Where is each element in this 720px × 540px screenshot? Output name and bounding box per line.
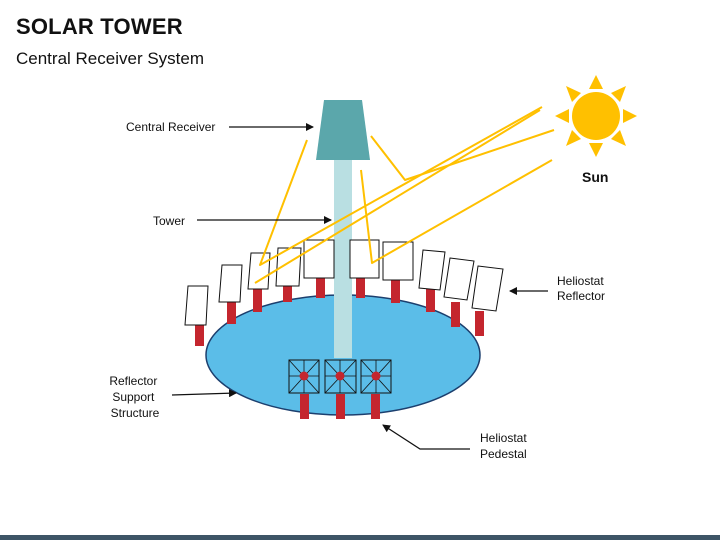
- label-heliostat-pedestal: Heliostat Pedestal: [480, 431, 530, 461]
- pedestal: [227, 299, 236, 324]
- label-central-receiver: Central Receiver: [126, 120, 215, 134]
- pedestal: [426, 288, 435, 312]
- pedestal: [451, 302, 460, 327]
- sun-icon: [555, 75, 637, 157]
- front-heliostat: [288, 359, 320, 419]
- heliostat-reflectors: [184, 239, 504, 326]
- arrow-heliostat-pedestal: [382, 424, 470, 450]
- footer-bar: [0, 535, 720, 540]
- front-heliostat: [324, 359, 357, 419]
- heliostat-panel: [303, 239, 335, 279]
- heliostat-panel: [218, 264, 243, 303]
- pedestal: [356, 271, 365, 298]
- page-title: SOLAR TOWER: [16, 14, 183, 39]
- label-heliostat-reflector: Heliostat Reflector: [557, 274, 607, 303]
- ray: [370, 129, 555, 181]
- pedestal: [283, 278, 292, 302]
- pedestal: [253, 288, 262, 312]
- front-heliostat: [360, 359, 392, 419]
- label-sun: Sun: [582, 169, 608, 185]
- sun-rays: [254, 106, 555, 284]
- pedestal: [195, 321, 204, 346]
- pedestal: [391, 278, 400, 303]
- tower: [334, 158, 352, 358]
- arrow-reflector-support-structure: [171, 389, 237, 398]
- central-receiver: [316, 100, 370, 160]
- ray: [254, 109, 541, 284]
- front-heliostats: [288, 359, 392, 419]
- ray: [259, 106, 543, 266]
- ray: [360, 159, 553, 264]
- heliostat-panel: [443, 257, 475, 301]
- pedestal: [316, 271, 325, 298]
- heliostat-panel: [275, 247, 302, 287]
- heliostat-panel: [184, 285, 209, 326]
- back-row-pedestals: [195, 271, 484, 346]
- label-tower: Tower: [153, 214, 185, 228]
- label-reflector-support-structure: Reflector Support Structure: [109, 374, 160, 420]
- heliostat-panel: [349, 239, 380, 279]
- page-subtitle: Central Receiver System: [16, 49, 205, 68]
- pedestal: [475, 311, 484, 336]
- heliostat-panel: [471, 265, 504, 312]
- heliostat-panel: [247, 252, 271, 290]
- heliostat-panel: [418, 249, 446, 291]
